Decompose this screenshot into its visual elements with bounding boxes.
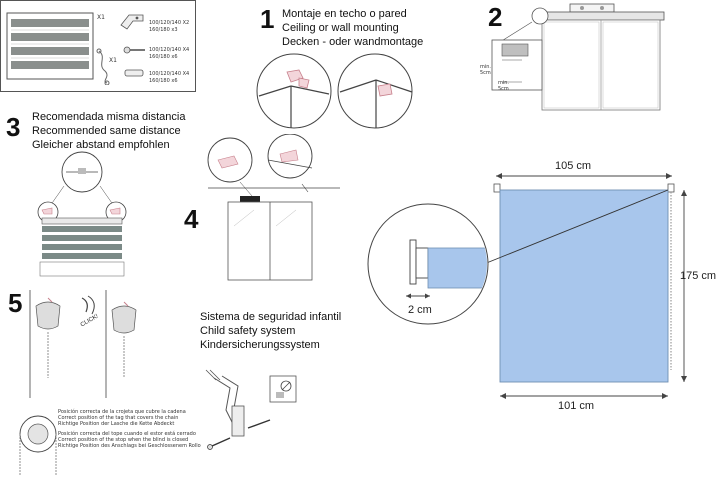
step-4-number: 4	[184, 204, 199, 234]
parts-box: X1 X1 100/120/140 X2 160/180 x3 100/120/…	[0, 0, 196, 92]
height-label: 175 cm	[680, 270, 717, 282]
step-3-caption: Recomendada misma distancia Recommended …	[32, 110, 185, 152]
step-5-chain-diagram	[29, 290, 137, 398]
safety-line-de: Kindersicherungssystem	[200, 339, 320, 351]
step-1-number: 1	[260, 4, 275, 34]
chain-illustration	[96, 48, 110, 85]
top-width-label: 105 cm	[555, 160, 592, 172]
chain-multiplier: X1	[109, 57, 117, 64]
step-2-gap-side: min. 5cm	[498, 80, 510, 92]
safety-device-diagram	[205, 369, 297, 450]
bottom-width-label: 101 cm	[558, 400, 595, 412]
step-1-line-de: Decken - oder wandmontage	[282, 36, 424, 48]
step-5-note-1: Posición correcta de la crojeta que cubr…	[58, 409, 186, 415]
screw-icon	[123, 46, 145, 54]
step-3-blind-diagram	[37, 151, 127, 277]
step-3-line-es: Recomendada misma distancia	[32, 111, 186, 123]
safety-line-es: Sistema de seguridad infantil	[200, 311, 342, 323]
bracket-qty-b: 160/180 x3	[149, 27, 178, 33]
step-2-gap-top: min. 5cm	[480, 64, 492, 76]
screw-qty: 100/120/140 X4	[149, 47, 190, 53]
right-bracket	[667, 183, 675, 193]
detail-fabric	[427, 247, 487, 289]
bracket-icon	[120, 14, 144, 30]
anchor-icon	[124, 69, 144, 77]
step-5-notes: Posición correcta de la crojeta que cubr…	[58, 409, 201, 449]
parts-blind-illustration	[6, 12, 94, 80]
step-1-ceiling-mount-detail	[256, 53, 332, 129]
step-1-caption: Montaje en techo o pared Ceiling or wall…	[282, 7, 423, 49]
step-5-note-4: Posición correcta del tope cuando el est…	[58, 431, 196, 437]
detail-leader-line	[483, 189, 669, 265]
step-3-number: 3	[6, 112, 21, 142]
step-2-number: 2	[488, 2, 503, 32]
step-1-wall-mount-detail	[337, 53, 413, 129]
step-2-window-diagram	[491, 3, 665, 111]
screw-qty-b: 160/180 x6	[149, 54, 178, 60]
bracket-depth-label: 2 cm	[408, 304, 432, 316]
step-5-note-2: Correct position of the tag that covers …	[58, 415, 179, 421]
bracket-qty: 100/120/140 X2	[149, 20, 190, 26]
step-1-line-es: Montaje en techo o pared	[282, 8, 407, 20]
blind-multiplier: X1	[97, 14, 105, 21]
step-5-note-3: Richtige Position der Lasche die Kette A…	[58, 421, 175, 427]
step-3-line-en: Recommended same distance	[32, 125, 181, 137]
step-5-chain-stop-detail	[19, 415, 57, 476]
safety-line-en: Child safety system	[200, 325, 296, 337]
anchor-qty-b: 160/180 x6	[149, 78, 178, 84]
dimension-diagram	[367, 173, 687, 399]
step-5-number: 5	[8, 288, 23, 318]
safety-caption: Sistema de seguridad infantil Child safe…	[200, 310, 341, 352]
step-4-window-diagram	[207, 134, 340, 281]
left-bracket	[493, 183, 501, 193]
blind-fabric	[499, 189, 669, 383]
step-5-note-5: Correct position of the stop when the bl…	[58, 437, 189, 443]
anchor-qty: 100/120/140 X4	[149, 71, 190, 77]
step-5-note-6: Richtige Position des Anschlags bei Gesc…	[58, 443, 201, 449]
step-3-line-de: Gleicher abstand empfohlen	[32, 139, 170, 151]
step-1-line-en: Ceiling or wall mounting	[282, 22, 399, 34]
